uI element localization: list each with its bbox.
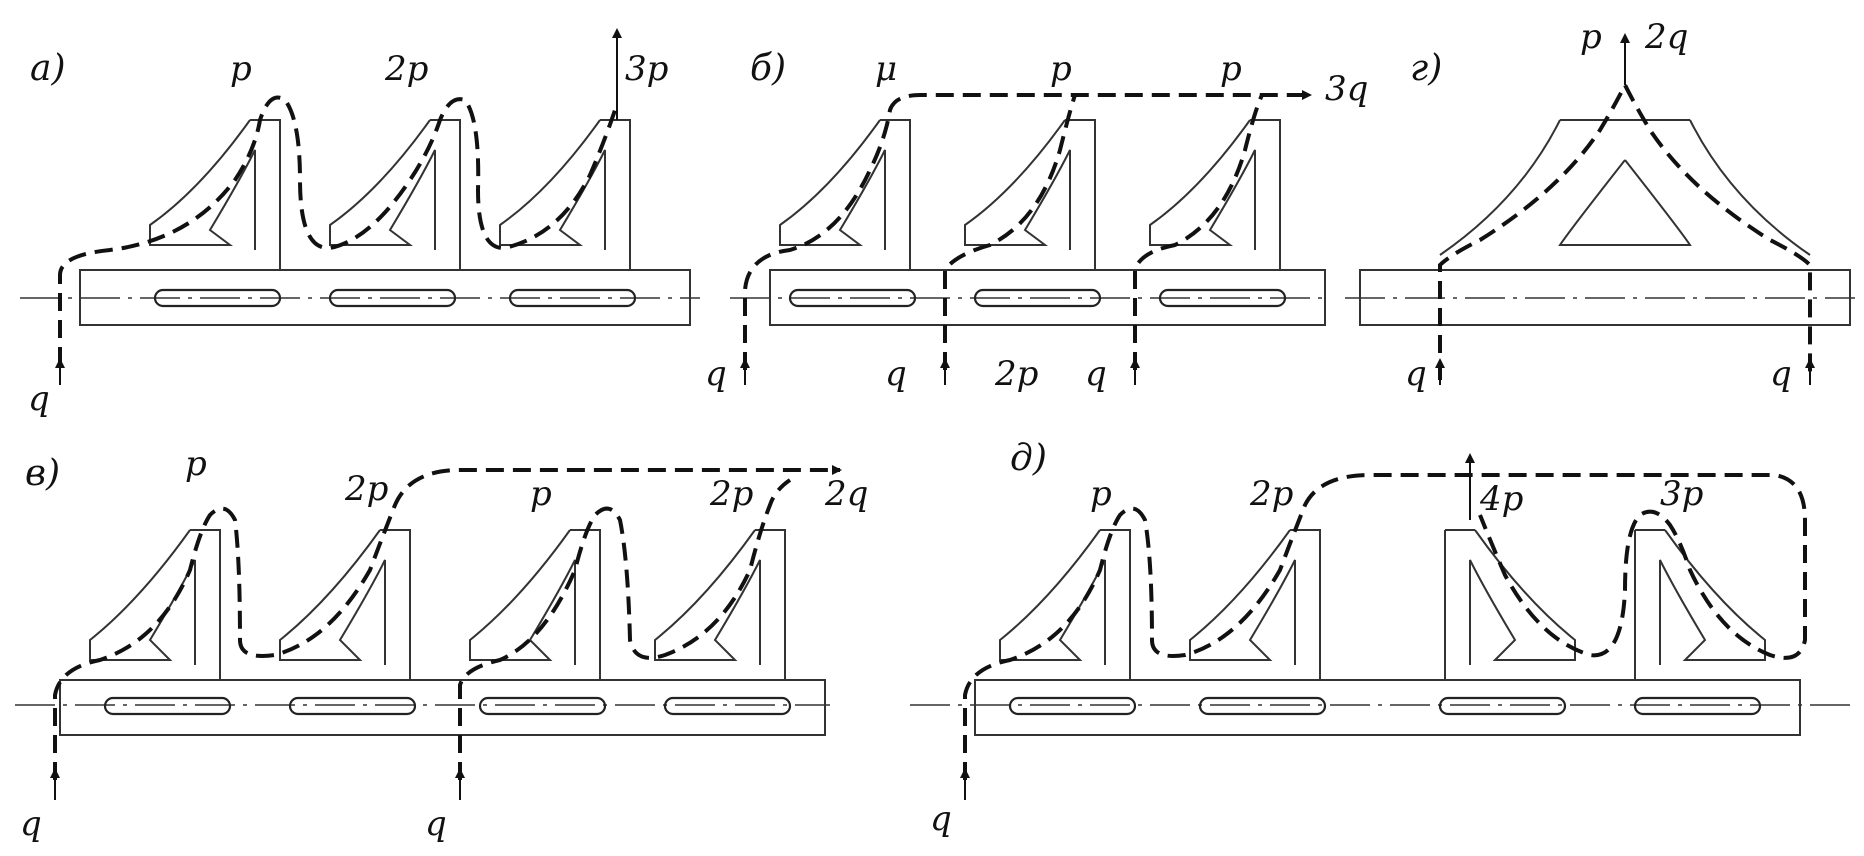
stage-label: 2p [1249,474,1293,514]
impeller-stage-1 [149,119,281,270]
shaft-slot [1633,696,1762,716]
outlet-label: 2q [1644,17,1688,57]
inlet-label: q [705,354,727,394]
shaft-slot [1008,696,1137,716]
shaft-slot [788,288,917,308]
panel-d-label: д) [1010,438,1047,479]
impeller-stage-2 [279,529,411,680]
impeller-double [1439,119,1811,256]
stage-label: p [1090,474,1112,514]
shaft-slot [1198,696,1327,716]
stage-label: p [1220,49,1242,89]
shaft-slot [478,696,607,716]
flow-path [458,478,792,780]
inlet-label: q [885,354,907,394]
shaft-slot [508,288,637,308]
impeller-stage-3 [469,529,601,680]
shaft-slot [103,696,232,716]
inlet-label: q [1405,354,1427,394]
shaft-housing [974,679,1801,736]
stage-label: p [1050,49,1072,89]
shaft-housing [1359,269,1851,326]
stage-label: μ [875,49,897,89]
stage-label: p [230,49,252,89]
shaft-slot [1438,696,1567,716]
panel-v-label: в) [25,453,60,494]
panel-v: в) p 2p p 2p 2q q q [15,444,868,844]
flow-path [1133,94,1264,370]
impeller-stage-2 [964,119,1096,270]
shaft-housing [79,269,691,326]
shaft-slot [328,288,457,308]
panel-g: г) p 2q q q [1345,17,1855,394]
shaft-slot [153,288,282,308]
impeller-stage-2 [1189,529,1321,680]
impeller-stage-2 [329,119,461,270]
shaft-housing [59,679,826,736]
inlet-label: q [28,379,50,419]
outlet-label: 3p [625,49,668,89]
stage-label: 3p [1660,474,1703,514]
impeller-stage-3 [1444,529,1576,680]
impeller-stage-4 [1634,529,1766,680]
panel-g-label: г) [1410,48,1442,89]
inlet-label: q [20,804,42,844]
flow-path [1438,80,1812,380]
shaft-slot [1158,288,1287,308]
outlet-label: 2q [824,474,868,514]
stage-label: p [185,444,207,484]
flow-path [963,473,1807,780]
panel-b-label: б) [750,48,786,89]
flow-path [743,90,1312,370]
shaft-slot [973,288,1102,308]
impeller-stage-4 [654,529,786,680]
shaft-slot [663,696,792,716]
panel-d: д) p 2p 4p 3p q [910,438,1855,839]
impeller-stage-3 [1149,119,1281,270]
inlet-label: q [1770,354,1792,394]
stage-label: p [1580,17,1602,57]
impeller-stage-3 [499,119,631,270]
impeller-stage-1 [89,529,221,680]
flow-path [943,94,1077,370]
inlet-label: q [1085,354,1107,394]
stage-label: 2p [384,49,428,89]
stage-label: p [530,474,552,514]
inlet-label: q [425,804,447,844]
flow-path [53,465,842,780]
shaft-slot [288,696,417,716]
stage-label: 2p [344,469,388,509]
stage-label: 4p [1479,479,1523,519]
mid-label: 2p [994,354,1038,394]
panel-a-label: a) [30,48,66,89]
panel-b: б) μ p p 3q q q 2p q [705,48,1368,394]
shaft-housing [769,269,1326,326]
impeller-stage-1 [999,529,1131,680]
outlet-label: 3q [1325,69,1368,109]
panel-a: a) p 2p 3p q [20,28,700,419]
stage-label: 2p [709,474,753,514]
impeller-stage-1 [779,119,911,270]
inlet-label: q [930,799,952,839]
